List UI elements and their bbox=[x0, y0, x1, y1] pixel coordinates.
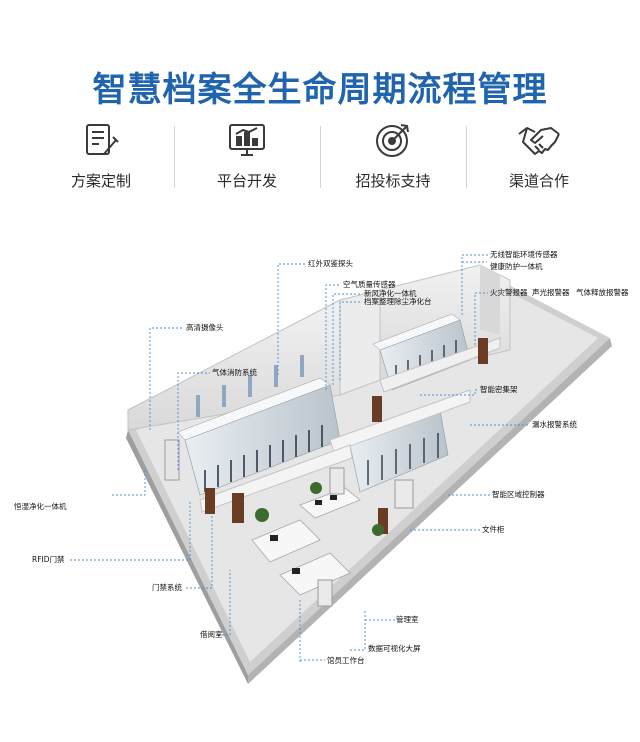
feature-channel-cooperation: 渠道合作 bbox=[466, 120, 612, 192]
feature-label: 渠道合作 bbox=[508, 172, 569, 190]
label-archive-dust-table: 档案整理除尘净化台 bbox=[364, 297, 432, 306]
label-file-cabinet: 文件柜 bbox=[482, 525, 505, 534]
label-zone-controller: 智能区域控制器 bbox=[492, 490, 545, 499]
label-air-quality-sensor: 空气质量传感器 bbox=[343, 280, 396, 289]
feature-bidding-support: 招投标支持 bbox=[320, 120, 466, 192]
handshake-icon bbox=[517, 120, 561, 160]
label-data-screen: 数据可视化大屏 bbox=[368, 644, 421, 653]
page-title: 智慧档案全生命周期流程管理 bbox=[92, 70, 548, 110]
label-gas-release-alarm: 气体释放报警器 bbox=[576, 288, 629, 297]
label-reading-room: 借阅室 bbox=[200, 630, 223, 639]
feature-label: 招投标支持 bbox=[355, 172, 431, 190]
label-health-protection: 健康防护一体机 bbox=[490, 262, 543, 271]
label-management-room: 管理室 bbox=[396, 615, 419, 624]
wooden-doors bbox=[205, 338, 488, 534]
label-infrared-detector: 红外双鉴探头 bbox=[308, 259, 353, 268]
feature-solution-customization: 方案定制 bbox=[28, 120, 174, 192]
label-rfid-gate: RFID门禁 bbox=[32, 555, 65, 564]
document-pen-icon bbox=[79, 120, 123, 160]
shelving-left bbox=[164, 377, 341, 496]
monitors bbox=[270, 495, 337, 574]
label-access-control: 门禁系统 bbox=[152, 583, 182, 592]
target-arrow-icon bbox=[371, 120, 415, 160]
office-desks bbox=[251, 487, 361, 596]
label-sound-light-alarm: 声光报警器 bbox=[532, 288, 570, 297]
floor-edge bbox=[126, 430, 248, 684]
label-humidity-purifier: 恒湿净化一体机 bbox=[14, 502, 67, 511]
label-staff-desk: 馆员工作台 bbox=[327, 656, 365, 665]
feature-row: 方案定制 平台开发 招投标支持 渠 bbox=[28, 120, 612, 192]
label-wireless-env-sensor: 无线智能环境传感器 bbox=[490, 250, 558, 259]
label-fresh-air-purifier: 新风净化一体机 bbox=[364, 289, 417, 298]
plants bbox=[255, 482, 384, 536]
feature-label: 方案定制 bbox=[70, 172, 131, 190]
leader-lines bbox=[70, 254, 530, 662]
feature-platform-development: 平台开发 bbox=[174, 120, 320, 192]
monitor-chart-icon bbox=[225, 120, 269, 160]
label-gas-fire-system: 气体消防系统 bbox=[212, 368, 257, 377]
label-leak-alarm: 漏水报警系统 bbox=[532, 420, 577, 429]
label-fire-alarm: 火灾警报器 bbox=[490, 288, 528, 297]
feature-label: 平台开发 bbox=[216, 172, 277, 190]
label-hd-camera: 高清摄像头 bbox=[186, 323, 224, 332]
label-smart-shelf: 智能密集架 bbox=[480, 385, 518, 394]
